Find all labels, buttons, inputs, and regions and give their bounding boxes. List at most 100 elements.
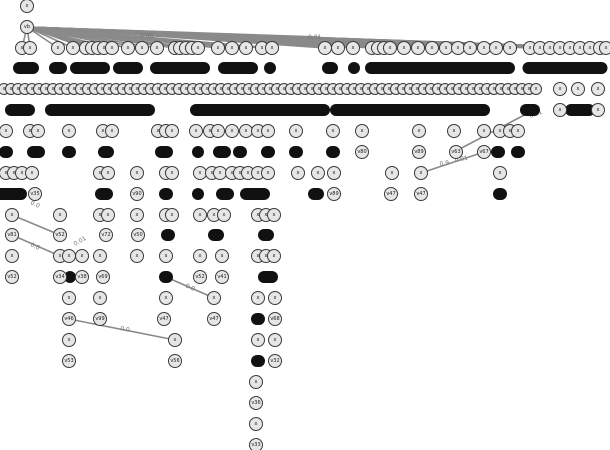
node-circle	[191, 41, 205, 55]
node-v90: v90	[130, 187, 144, 201]
node-label: x	[195, 128, 198, 134]
node-circle	[75, 270, 89, 284]
node-label: x	[262, 86, 265, 92]
collapsed-node-bar	[522, 62, 608, 74]
node-label: x	[333, 170, 336, 176]
node-x: x	[463, 41, 477, 55]
node-label: x	[324, 45, 327, 51]
node-circle	[96, 270, 110, 284]
bar-shape	[27, 146, 45, 158]
node-label: x	[231, 128, 234, 134]
collapsed-node-bar	[208, 229, 224, 241]
node-label: x	[297, 86, 300, 92]
node-circle	[268, 333, 282, 347]
node-label: v72	[101, 232, 110, 238]
node-circle	[449, 145, 463, 159]
node-label: x	[539, 45, 542, 51]
node-label: x	[5, 128, 8, 134]
bar-shape	[258, 229, 274, 241]
node-label: x	[245, 45, 248, 51]
node-v67: v67	[477, 145, 491, 159]
node-label: x	[11, 253, 14, 259]
node-label: x	[472, 86, 475, 92]
node-label: v47	[209, 316, 218, 322]
node-label: x	[99, 212, 102, 218]
edge	[11, 214, 61, 236]
node-x: x	[477, 41, 491, 55]
node-circle	[503, 41, 517, 55]
node-circle	[326, 124, 340, 138]
bar-shape	[365, 62, 435, 74]
node-label: x	[267, 128, 270, 134]
bar-shape	[159, 271, 173, 283]
node-circle	[289, 124, 303, 138]
collapsed-node-bar	[98, 146, 114, 158]
node-circle	[165, 208, 179, 222]
node-label: v35	[30, 191, 39, 197]
node-label: x	[361, 128, 364, 134]
node-label: x	[68, 253, 71, 259]
node-circle	[53, 228, 67, 242]
node-x: x	[159, 249, 173, 263]
node-circle	[327, 187, 341, 201]
collapsed-node-bar	[261, 146, 275, 158]
bar-shape	[0, 188, 27, 200]
collapsed-node-bar	[213, 146, 231, 158]
collapsed-node-bar	[159, 188, 173, 200]
edge	[11, 234, 61, 257]
node-label: x	[171, 86, 174, 92]
node-x: x	[411, 41, 425, 55]
node-circle	[130, 208, 144, 222]
node-label: x	[395, 86, 398, 92]
node-label: x	[81, 253, 84, 259]
node-label: x	[101, 86, 104, 92]
node-circle	[384, 187, 398, 201]
node-label: x	[127, 45, 130, 51]
node-circle	[159, 249, 173, 263]
node-circle	[0, 124, 13, 138]
node-circle	[261, 166, 275, 180]
node-label: x	[59, 253, 62, 259]
node-x: x	[571, 82, 585, 96]
collapsed-node-bar	[511, 146, 525, 158]
node-label: v46	[64, 316, 73, 322]
edge-label-layer: 0.010.060.010.90.010.00.00.010.00.0	[29, 33, 543, 334]
node-circle	[599, 41, 610, 55]
bar-shape	[308, 188, 324, 200]
node-x: x	[213, 166, 227, 180]
node-label: x	[500, 86, 503, 92]
node-x: x	[477, 124, 491, 138]
node-label: x	[257, 337, 260, 343]
bar-shape	[261, 146, 275, 158]
node-circle	[383, 41, 397, 55]
node-label: x	[431, 45, 434, 51]
node-label: x	[255, 86, 258, 92]
node-label: v99	[95, 316, 104, 322]
node-x: x	[130, 166, 144, 180]
node-x: x	[318, 41, 332, 55]
node-label: x	[579, 45, 582, 51]
edge-label: 0.06	[140, 33, 154, 40]
node-circle	[261, 124, 275, 138]
node-label: x	[493, 86, 496, 92]
node-label: x	[72, 45, 75, 51]
node-x: x	[130, 249, 144, 263]
collapsed-node-bar	[95, 188, 113, 200]
node-circle	[130, 187, 144, 201]
node-v41: v41	[215, 270, 229, 284]
node-circle	[135, 41, 149, 55]
node-label: x	[3, 86, 6, 92]
node-v46: v46	[62, 312, 76, 326]
collapsed-node-bar	[218, 62, 258, 74]
node-label: x	[197, 45, 200, 51]
collapsed-node-bar	[27, 146, 45, 158]
node-label: x	[129, 86, 132, 92]
node-x: x	[553, 82, 567, 96]
node-x: x	[105, 41, 119, 55]
bar-shape	[289, 146, 303, 158]
node-circle	[225, 124, 239, 138]
node-v81: v81	[5, 228, 19, 242]
node-circle	[165, 166, 179, 180]
bar-shape	[208, 229, 224, 241]
